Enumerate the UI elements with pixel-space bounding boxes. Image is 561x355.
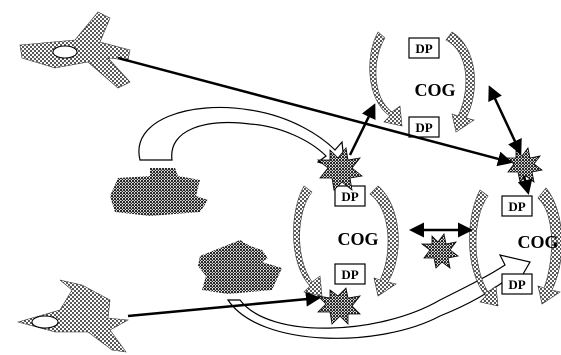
- cog-system-top: DP COG DP: [369, 31, 475, 138]
- strike-burst-icon: [316, 287, 361, 325]
- aircraft-icon: [16, 279, 129, 353]
- curved-flow-arrow: [138, 106, 346, 171]
- dp-node: [501, 273, 533, 295]
- dp-node: [408, 37, 440, 59]
- cog-label: COG: [517, 232, 558, 252]
- cog-label: COG: [414, 80, 455, 100]
- cog-system-right: DP COG DP: [469, 187, 561, 307]
- dp-label: DP: [508, 277, 525, 292]
- arrow-burst-to-right-dp: [517, 175, 533, 195]
- tank-icon: [110, 168, 208, 216]
- dp-label: DP: [415, 120, 432, 135]
- dp-node: [501, 195, 533, 217]
- arrow-aircraft-to-right-burst: [117, 56, 513, 167]
- aircraft-icon: [19, 11, 131, 89]
- arrow-burst-to-top-cog: [488, 85, 522, 155]
- dp-label: DP: [341, 267, 358, 282]
- dp-node: [334, 263, 366, 285]
- cog-system-middle: DP COG DP: [293, 185, 399, 297]
- arrow-aircraft-to-bottom-burst: [127, 291, 321, 318]
- strike-burst-icon: [316, 147, 363, 191]
- tank-icon: [198, 240, 282, 294]
- arrow-burst-to-top-dp: [348, 103, 376, 156]
- dp-label: DP: [341, 189, 358, 204]
- dp-label: DP: [508, 199, 525, 214]
- cog-label: COG: [337, 229, 378, 249]
- dp-node: [408, 116, 440, 138]
- strike-burst-icon: [420, 233, 459, 269]
- dp-label: DP: [415, 41, 432, 56]
